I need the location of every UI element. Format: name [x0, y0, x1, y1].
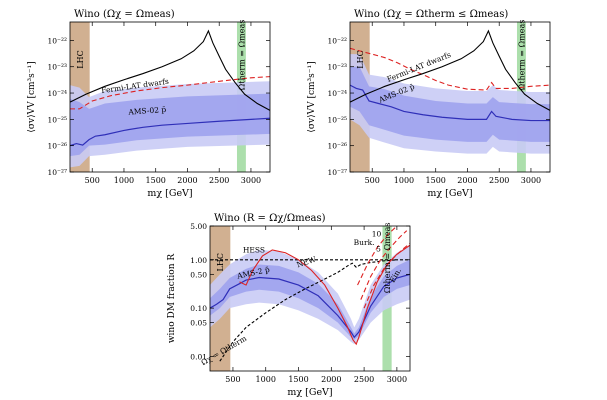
x-tick-label: 500 — [225, 375, 240, 384]
chart-title: Wino (R = Ωχ/Ωmeas) — [214, 213, 326, 224]
x-tick-label: 3000 — [241, 176, 261, 185]
annotation-6: 5 — [376, 244, 381, 253]
series-line-4 — [219, 259, 397, 362]
plot-area — [210, 226, 410, 371]
y-tick-label: 10⁻²⁶ — [327, 142, 347, 151]
x-tick-label: 2500 — [209, 176, 229, 185]
y-tick-label: 10⁻²³ — [47, 63, 67, 72]
series-line-6 — [357, 226, 398, 286]
series-line-2 — [210, 273, 410, 339]
y-tick-label: 0.10 — [190, 304, 207, 313]
y-tick-label: 10⁻²² — [47, 36, 67, 45]
annotation-0: HESS — [243, 246, 265, 255]
x-tick-label: 1000 — [114, 176, 134, 185]
region-label-0: LHC — [76, 50, 85, 68]
x-tick-label: 1500 — [288, 375, 308, 384]
series-line-7 — [360, 230, 408, 300]
series-line-5 — [239, 244, 410, 346]
x-tick-label: 2000 — [321, 375, 341, 384]
x-tick-label: 1000 — [394, 176, 414, 185]
chart-title: Wino (Ωχ = Ωmeas) — [74, 9, 175, 20]
y-tick-label: 10⁻²⁷ — [327, 168, 347, 177]
series-line-2 — [350, 84, 550, 122]
x-tick-label: 1000 — [256, 375, 276, 384]
y-axis-label: ⟨σv⟩VV [cm³s⁻¹] — [307, 61, 317, 132]
y-axis-label: wino DM fraction R — [167, 254, 177, 344]
x-tick-label: 3000 — [387, 375, 407, 384]
chart-title: Wino (Ωχ = Ωtherm ≤ Ωmeas) — [354, 9, 508, 20]
y-tick-label: 10⁻²³ — [327, 63, 347, 72]
series-line-4 — [350, 29, 550, 111]
x-axis-label: mχ [GeV] — [427, 188, 472, 199]
annotation-4: Burk. — [354, 238, 375, 247]
y-tick-label: 10⁻²⁷ — [47, 168, 67, 177]
band-1 — [210, 259, 410, 340]
x-tick-label: 2500 — [354, 375, 374, 384]
y-tick-label: 10⁻²⁴ — [47, 89, 67, 98]
x-axis-label: mχ [GeV] — [147, 188, 192, 199]
band-1 — [350, 66, 550, 142]
series-line-4 — [70, 29, 270, 111]
y-tick-label: 10⁻²² — [327, 36, 347, 45]
annotation-5: 10 — [372, 230, 382, 239]
region-label-0: LHC — [356, 50, 365, 68]
x-tick-label: 2500 — [489, 176, 509, 185]
y-tick-label: 1.00 — [190, 256, 207, 265]
x-tick-label: 3000 — [521, 176, 541, 185]
plot-frame — [209, 225, 411, 372]
y-tick-label: 0.05 — [190, 319, 207, 328]
plot-frame — [349, 21, 551, 173]
y-tick-label: 0.01 — [190, 352, 207, 361]
region-label-1: Ωtherm = Ωmeas — [517, 20, 526, 91]
series-line-8 — [363, 242, 410, 309]
plot-area — [350, 22, 550, 172]
plot-frame — [69, 21, 271, 173]
series-line-2 — [70, 117, 270, 147]
y-tick-label: 0.50 — [190, 270, 207, 279]
y-tick-label: 10⁻²⁵ — [47, 115, 67, 124]
series-line-3 — [350, 47, 550, 91]
x-tick-label: 2000 — [457, 176, 477, 185]
y-tick-label: 5.00 — [190, 222, 207, 231]
x-tick-label: 1500 — [146, 176, 166, 185]
series-line-3 — [70, 76, 270, 110]
x-tick-label: 500 — [85, 176, 100, 185]
y-tick-label: 10⁻²⁴ — [327, 89, 347, 98]
region-label-1: Ωtherm = Ωmeas — [237, 20, 246, 91]
y-tick-label: 10⁻²⁶ — [47, 142, 67, 151]
y-tick-label: 10⁻²⁵ — [327, 115, 347, 124]
x-axis-label: mχ [GeV] — [287, 387, 332, 398]
x-tick-label: 1500 — [426, 176, 446, 185]
x-tick-label: 500 — [365, 176, 380, 185]
annotation-1: AMS-02 p̄ — [127, 105, 167, 117]
plot-area — [70, 22, 270, 172]
region-label-0: LHC — [216, 253, 225, 271]
y-axis-label: ⟨σv⟩VV [cm³s⁻¹] — [27, 61, 37, 132]
region-label-1: Ωtherm = Ωmeas — [383, 223, 392, 294]
x-tick-label: 2000 — [177, 176, 197, 185]
